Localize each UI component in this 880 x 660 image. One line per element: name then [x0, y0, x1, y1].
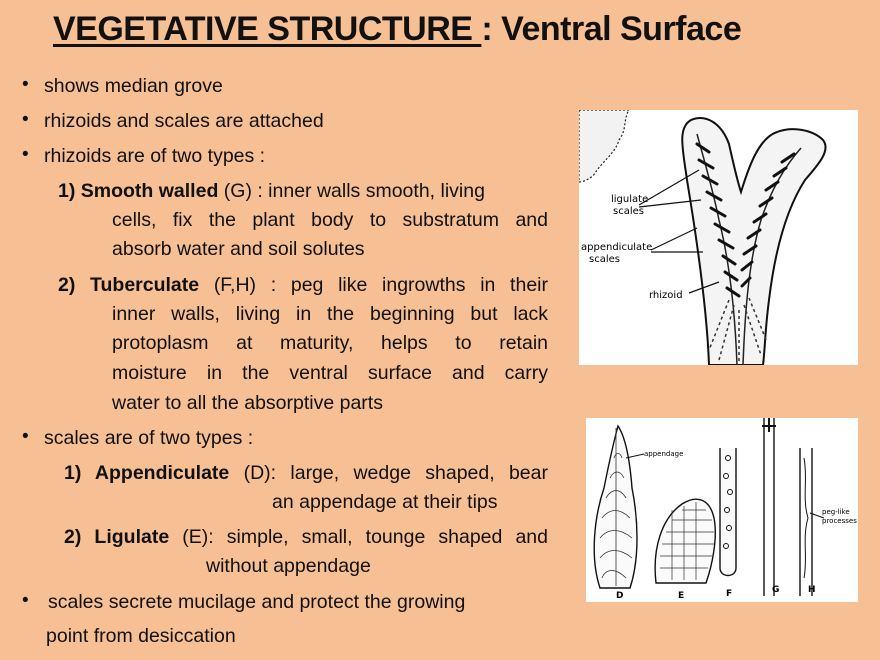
appendiculate-line1: 1) Appendiculate (D): large, wedge shape… — [64, 458, 548, 488]
tuberculate-line2: inner walls, living in the beginning but… — [112, 303, 548, 325]
label-appendiculate: appendiculate — [581, 242, 652, 253]
bullet-mucilage-line1: scales secrete mucilage and protect the … — [48, 591, 466, 613]
ligulate-desc: (E): simple, small, tounge shaped and — [169, 526, 548, 548]
smooth-walled-line3: absorb water and soil solutes — [112, 238, 365, 260]
label-peg-like: peg-like — [822, 508, 850, 516]
appendiculate-desc: (D): large, wedge shaped, bear — [229, 462, 548, 484]
bullet-dot: • — [22, 590, 29, 611]
label-processes: processes — [822, 517, 857, 525]
bullet-mucilage-line2: point from desiccation — [46, 625, 236, 647]
label-G: G — [772, 585, 779, 595]
thallus-ventral-figure: ligulate scales appendiculate scales rhi… — [578, 109, 858, 366]
bullet-dot: • — [22, 144, 29, 165]
title-underlined: VEGETATIVE STRUCTURE — [53, 10, 482, 48]
label-ligulate-scales: scales — [613, 206, 644, 217]
ligulate-line2: without appendage — [206, 555, 371, 577]
label-D: D — [616, 591, 623, 601]
appendiculate-line2: an appendage at their tips — [272, 491, 498, 513]
label-appendiculate-scales: scales — [589, 254, 620, 265]
label-F: F — [726, 589, 732, 599]
bullet-dot: • — [22, 109, 29, 130]
scales-rhizoids-drawing: appendage peg-like processes D E — [593, 418, 857, 601]
tuberculate-desc: (F,H) : peg like ingrowths in their — [199, 274, 548, 296]
tuberculate-line1: 2) Tuberculate (F,H) : peg like ingrowth… — [58, 270, 548, 300]
appendiculate-heading: 1) Appendiculate — [64, 462, 230, 484]
label-H: H — [808, 585, 816, 595]
smooth-walled-line1: 1) Smooth walled (G) : inner walls smoot… — [58, 176, 485, 206]
smooth-walled-heading: 1) Smooth walled — [58, 180, 219, 202]
smooth-walled-desc: (G) : inner walls smooth, living — [218, 180, 485, 202]
scales-rhizoids-figure: appendage peg-like processes D E — [586, 418, 858, 602]
smooth-walled-line2: cells, fix the plant body to substratum … — [112, 209, 548, 231]
bullet-dot: • — [22, 74, 29, 95]
thallus-drawing: ligulate scales appendiculate scales rhi… — [578, 109, 827, 366]
bullet-rhizoid-types: rhizoids are of two types : — [44, 145, 266, 167]
ligulate-heading: 2) Ligulate — [64, 526, 170, 548]
ligulate-line1: 2) Ligulate (E): simple, small, tounge s… — [64, 522, 548, 552]
title-rest: : Ventral Surface — [481, 10, 742, 48]
label-appendage: appendage — [644, 450, 683, 458]
tuberculate-line5: water to all the absorptive parts — [112, 392, 383, 414]
bullet-median-grove: shows median grove — [44, 75, 223, 97]
page-title: VEGETATIVE STRUCTURE : Ventral Surface — [53, 10, 742, 49]
tuberculate-line3: protoplasm at maturity, helps to retain — [112, 332, 548, 354]
label-ligulate: ligulate — [611, 194, 648, 205]
tuberculate-line4: moisture in the ventral surface and carr… — [112, 362, 548, 384]
label-rhizoid: rhizoid — [649, 290, 683, 301]
bullet-dot: • — [22, 426, 29, 447]
tuberculate-heading: 2) Tuberculate — [58, 274, 200, 296]
bullet-scale-types: scales are of two types : — [44, 427, 254, 449]
label-E: E — [678, 591, 684, 601]
bullet-rhizoids-scales: rhizoids and scales are attached — [44, 110, 324, 132]
